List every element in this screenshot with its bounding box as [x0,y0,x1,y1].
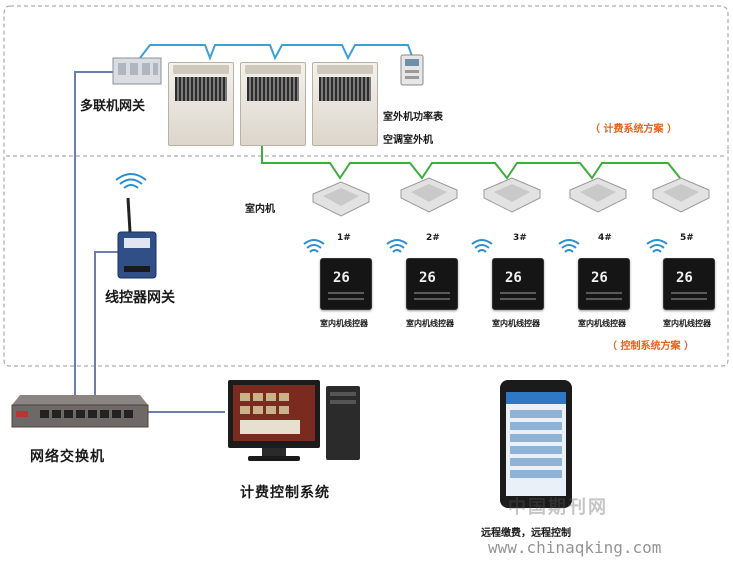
indoor-unit-1 [312,181,370,217]
thermostat-2: 26 [406,258,458,310]
thermostat-label: 室内机线控器 [492,319,540,328]
wifi-icon [303,239,325,253]
outdoor-unit-label: 空调室外机 [383,135,433,146]
smartphone-device [500,380,572,508]
wifi-icon [558,239,580,253]
thermostat-display: 26 [333,270,350,286]
thermostat-label: 室内机线控器 [578,319,626,328]
multi-gateway-device [112,57,162,85]
unit-number-5: 5# [680,233,694,243]
switch-label: 网络交换机 [30,449,105,465]
thermostat-display: 26 [505,270,522,286]
unit-number-2: 2# [426,233,440,243]
indoor-unit-2 [400,177,458,213]
thermostat-1: 26 [320,258,372,310]
thermostat-5: 26 [663,258,715,310]
outdoor-unit-2 [240,62,306,146]
controller-uplink [94,251,118,400]
watermark-url: www.chinaqking.com [488,538,662,557]
indoor-bus-line [261,146,681,180]
control-scheme-label: （ 控制系统方案 ） [607,341,694,352]
controller-gateway-label: 线控器网关 [105,290,175,306]
outdoor-unit-1 [168,62,234,146]
unit-number-3: 3# [513,233,527,243]
thermostat-label: 室内机线控器 [663,319,711,328]
wifi-icon [646,239,668,253]
wifi-icon [386,239,408,253]
unit-number-4: 4# [598,233,612,243]
remote-label: 远程缴费，远程控制 [481,528,571,539]
watermark-cn: 中国期刊网 [508,497,608,518]
thermostat-4: 26 [578,258,630,310]
outdoor-unit-3 [312,62,378,146]
power-meter-device [400,54,424,86]
gateway-uplink [74,71,115,400]
indoor-unit-label: 室内机 [245,204,275,215]
gateway-multi-label: 多联机网关 [80,99,146,114]
thermostat-label: 室内机线控器 [406,319,454,328]
controller-gateway-device [117,197,157,279]
thermostat-3: 26 [492,258,544,310]
outdoor-meter-label: 室外机功率表 [383,112,443,123]
billing-region-border [10,5,729,150]
billing-scheme-label: （ 计费系统方案 ） [590,124,677,135]
outdoor-bus-line [139,44,413,61]
billing-system-label: 计费控制系统 [240,485,330,501]
unit-number-1: 1# [337,233,351,243]
indoor-unit-3 [483,177,541,213]
thermostat-label: 室内机线控器 [320,319,368,328]
indoor-unit-4 [569,177,627,213]
billing-pc-device [228,380,360,461]
network-switch-device [11,395,149,428]
thermostat-display: 26 [676,270,693,286]
thermostat-display: 26 [419,270,436,286]
indoor-unit-5 [652,177,710,213]
wifi-icon [471,239,493,253]
wifi-icon [115,173,147,189]
thermostat-display: 26 [591,270,608,286]
